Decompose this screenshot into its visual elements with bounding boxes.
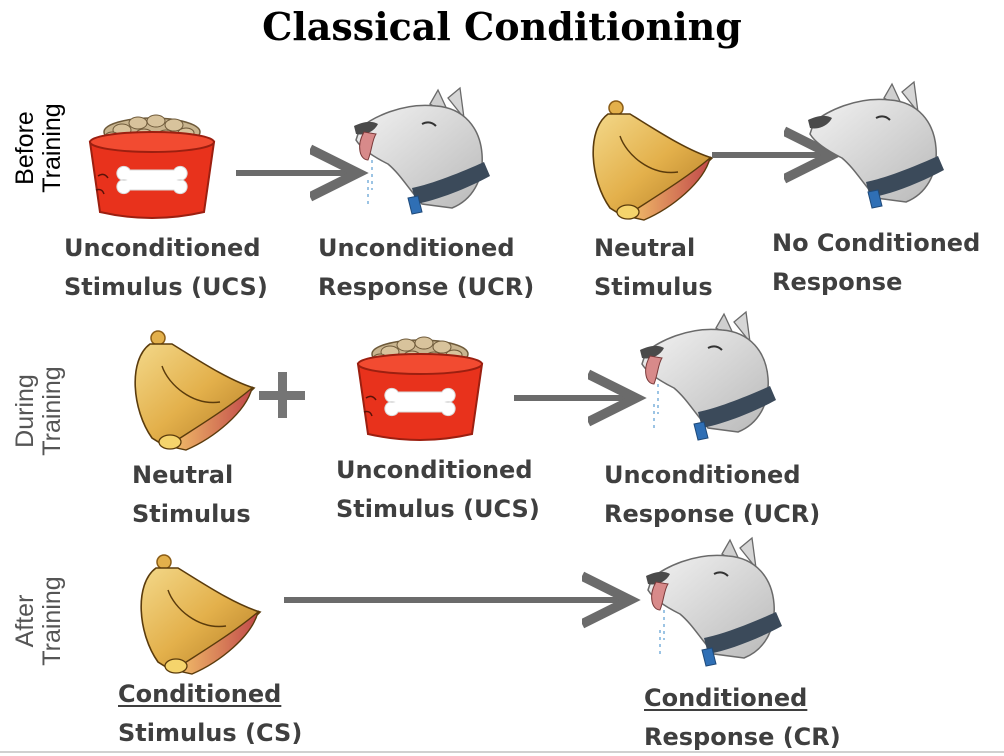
salivating-dog-icon xyxy=(353,87,491,215)
plus-icon xyxy=(259,372,305,418)
food-bowl-icon xyxy=(357,336,483,441)
food-bowl-icon xyxy=(89,114,215,219)
diagram-title: Classical Conditioning xyxy=(262,4,742,49)
bell-icon xyxy=(140,554,261,675)
bottom-divider xyxy=(0,751,1004,753)
caption-during-ns: Neutral Stimulus xyxy=(132,461,251,528)
caption-before-ucs: Unconditioned Stimulus (UCS) xyxy=(64,234,268,301)
caption-before-ucr: Unconditioned Response (UCR) xyxy=(318,234,535,301)
caption-during-ucr: Unconditioned Response (UCR) xyxy=(604,461,821,528)
bell-icon xyxy=(592,100,713,221)
caption-before-ns: Neutral Stimulus xyxy=(594,234,713,301)
caption-during-ucs: Unconditioned Stimulus (UCS) xyxy=(336,456,540,523)
bell-icon xyxy=(134,330,255,451)
caption-after-cr: Conditioned Response (CR) xyxy=(644,684,841,751)
caption-before-ncr: No Conditioned Response xyxy=(772,229,981,296)
salivating-dog-icon xyxy=(639,311,777,441)
salivating-dog-icon xyxy=(645,537,783,667)
dog-icon xyxy=(807,81,945,209)
caption-after-cs: Conditioned Stimulus (CS) xyxy=(118,680,303,747)
